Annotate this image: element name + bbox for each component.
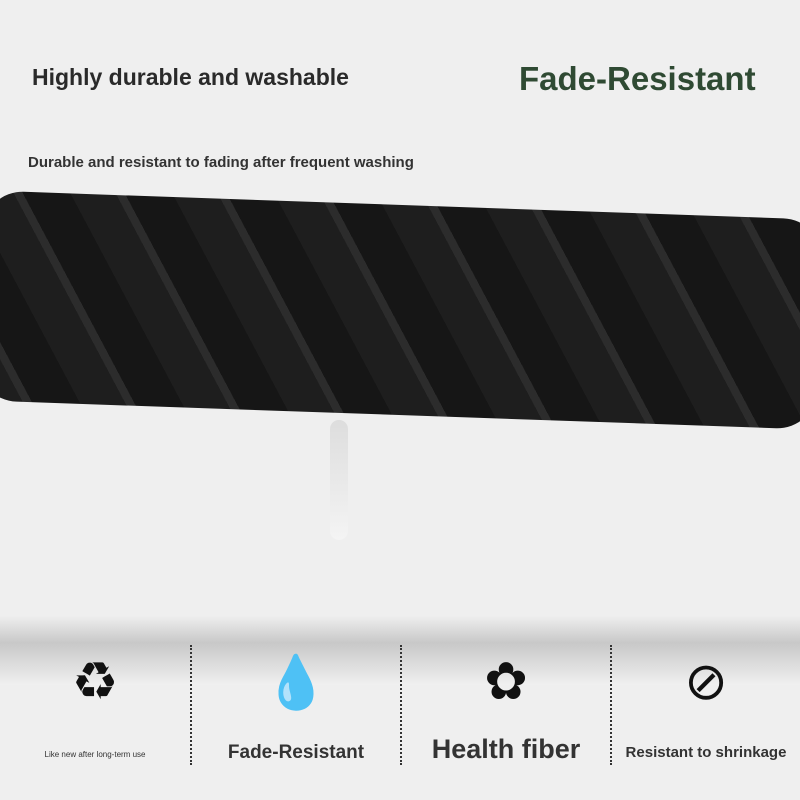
feature-label: Fade-Resistant [227, 742, 365, 763]
feature-health-fiber: ✿ Health fiber [402, 640, 610, 800]
water-drip [330, 420, 348, 540]
brand-logo-text: Fade-Resistant [519, 60, 756, 97]
divider [610, 645, 612, 765]
feature-label: Health fiber [431, 734, 581, 764]
headline: Highly durable and washable [32, 64, 349, 90]
recycle-leaf-icon: ♻ [71, 653, 119, 711]
feature-label: Resistant to shrinkage [625, 744, 787, 761]
feature-long-term: ♻ Like new after long-term use [0, 640, 190, 800]
water-drop-waves-icon: 💧 [263, 654, 329, 712]
feature-fade-resistant: 💧 Fade-Resistant [192, 640, 400, 800]
divider [400, 645, 402, 765]
feature-label: Like new after long-term use [44, 750, 146, 759]
feature-shrinkage: ⊘ Resistant to shrinkage [612, 640, 800, 800]
cotton-icon: ✿ [484, 653, 528, 711]
subheadline: Durable and resistant to fading after fr… [28, 154, 414, 171]
no-water-drop-icon: ⊘ [684, 653, 728, 711]
divider [190, 645, 192, 765]
rope-image [0, 190, 800, 430]
